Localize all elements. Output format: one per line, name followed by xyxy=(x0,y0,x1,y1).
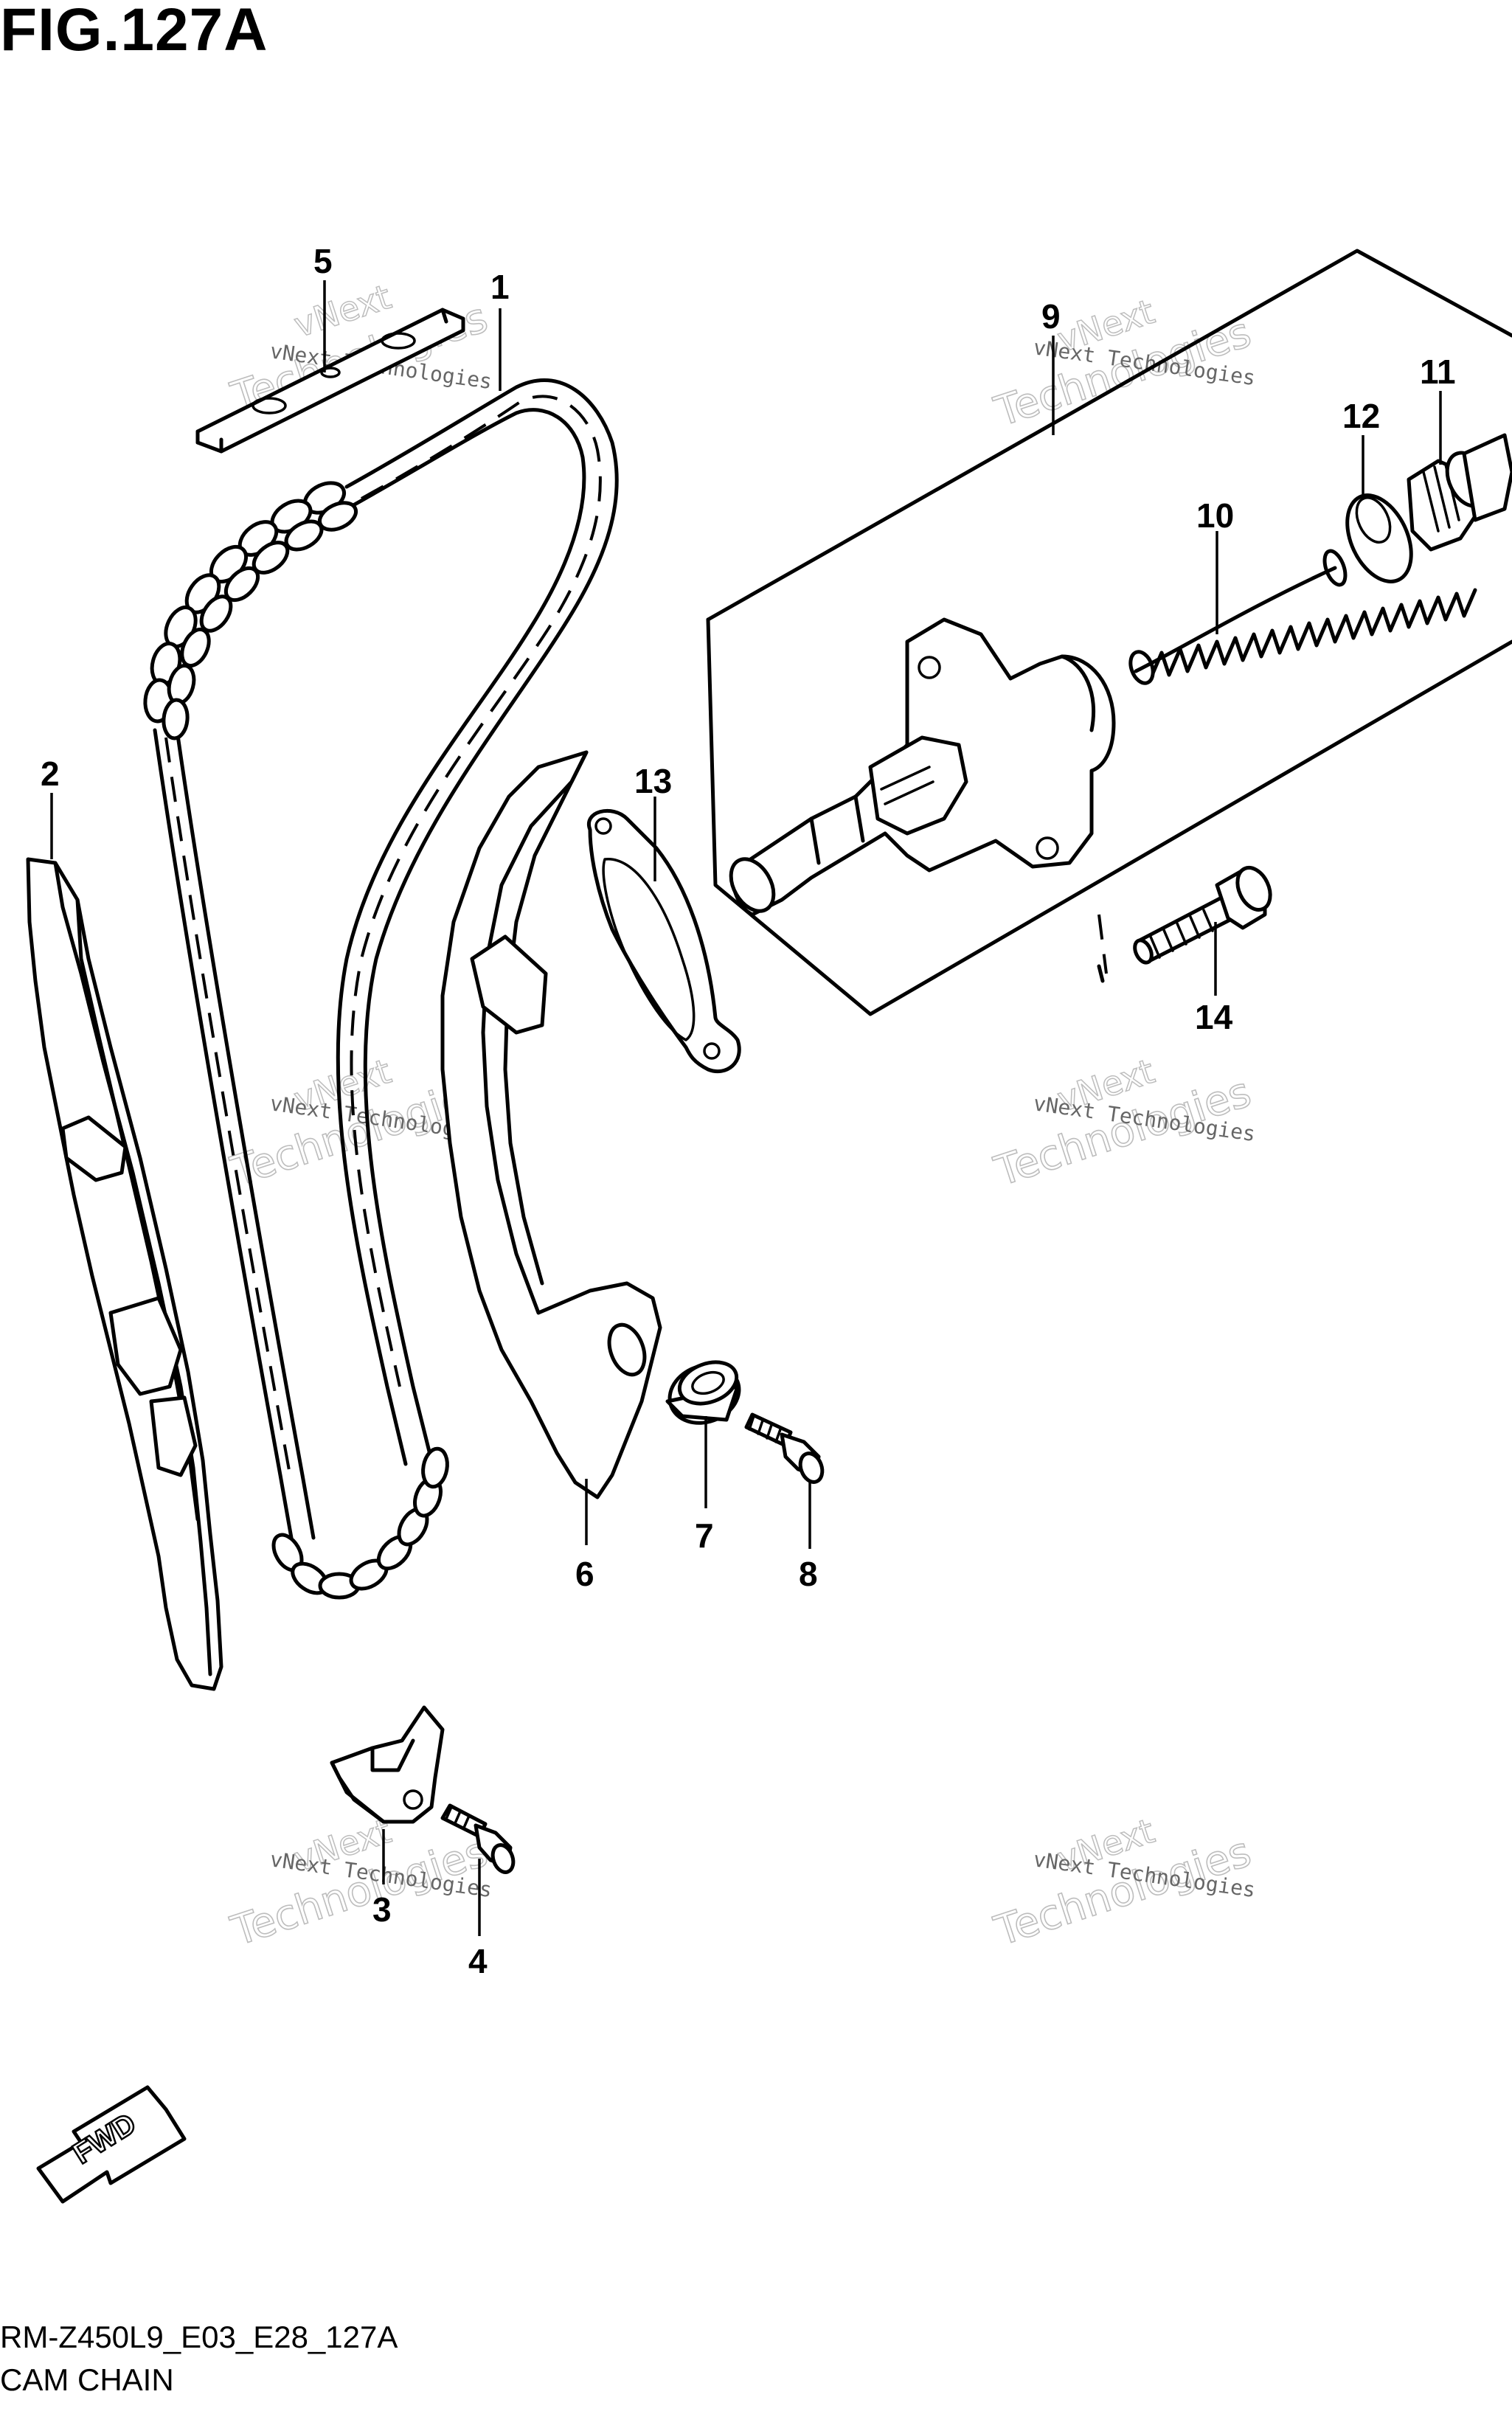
part-10-spring xyxy=(1128,549,1477,685)
part-1-cam-chain xyxy=(143,378,619,1600)
figure-code: RM-Z450L9_E03_E28_127A xyxy=(0,2320,398,2354)
callout-numbers: 1 2 3 4 5 6 7 8 9 10 11 12 13 14 xyxy=(41,242,1456,1980)
callout-14: 14 xyxy=(1195,998,1233,1036)
watermark-group: vNext Technologies vNext Technologies vN… xyxy=(225,276,1258,1956)
part-5-guide-plate xyxy=(195,308,465,454)
fwd-arrow-icon: FWD xyxy=(36,2085,187,2204)
callout-11: 11 xyxy=(1420,353,1456,391)
callout-2: 2 xyxy=(41,755,60,793)
part-12-washer xyxy=(1345,493,1413,583)
part-2-chain-guide xyxy=(26,857,223,1691)
part-7-collar xyxy=(665,1360,741,1425)
callout-5: 5 xyxy=(313,242,333,280)
part-4-bolt xyxy=(440,1803,516,1874)
callout-1: 1 xyxy=(490,268,510,306)
part-8-bolt xyxy=(744,1412,825,1484)
callout-7: 7 xyxy=(695,1516,714,1555)
callout-12: 12 xyxy=(1342,397,1380,435)
callout-13: 13 xyxy=(634,762,672,800)
part-3-bracket xyxy=(330,1705,445,1824)
figure-name: CAM CHAIN xyxy=(0,2362,174,2397)
part-11-plug-bolt xyxy=(1407,433,1512,552)
leader-lines xyxy=(50,280,1442,1936)
part-13-gasket xyxy=(586,808,741,1074)
callout-9: 9 xyxy=(1041,297,1061,336)
figure-title: FIG.127A xyxy=(0,0,268,63)
callout-6: 6 xyxy=(575,1555,594,1593)
part-9-tensioner-assembly xyxy=(706,249,1512,1016)
callout-4: 4 xyxy=(468,1942,488,1980)
part-14-bolt xyxy=(1133,866,1272,965)
callout-10: 10 xyxy=(1196,496,1234,535)
part-6-tensioner-arm xyxy=(440,750,662,1499)
callout-8: 8 xyxy=(799,1555,818,1593)
callout-3: 3 xyxy=(372,1890,392,1929)
